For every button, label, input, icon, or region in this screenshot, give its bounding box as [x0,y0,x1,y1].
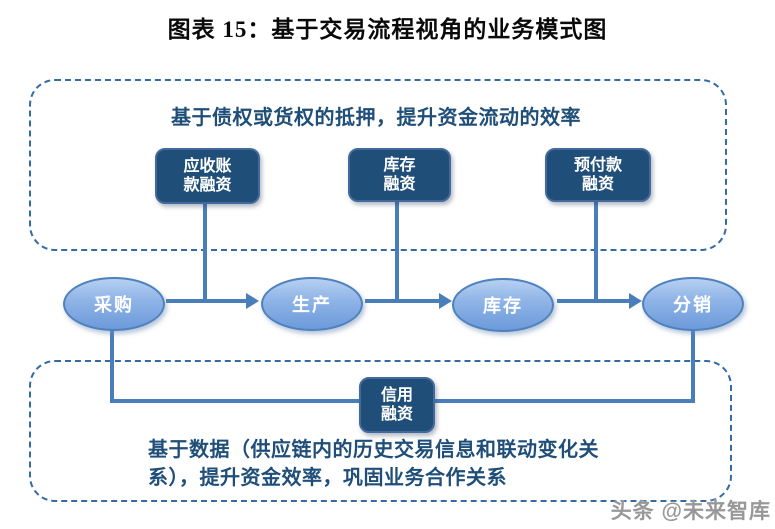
connector-procurement-down [110,326,114,403]
receivables-financing-box: 应收账 款融资 [155,148,260,204]
connector-prepayment-to-flow [594,196,598,303]
credit-financing-box: 信用 融资 [359,377,435,433]
arrow-production-to-inventory [365,293,452,309]
process-node-production: 生产 [261,277,363,331]
collateral-section-caption: 基于债权或货权的抵押，提升资金流动的效率 [171,107,581,129]
toutiao-watermark: 头条 @未来智库 [610,500,771,523]
collateral-financing-section [29,79,727,251]
process-node-distribution: 分销 [642,277,744,331]
inventory-financing-box: 库存 融资 [348,148,451,202]
prepayment-financing-box: 预付款 融资 [545,148,651,202]
connector-inventoryfin-to-flow [395,196,399,303]
figure-title: 图表 15：基于交易流程视角的业务模式图 [167,17,608,42]
connector-receivables-to-flow [203,196,207,303]
process-node-inventory: 库存 [452,278,554,332]
credit-section-caption: 基于数据（供应链内的历史交易信息和联动变化关 系），提升资金效率，巩固业务合作关… [148,439,599,489]
credit-financing-section [29,360,732,502]
process-node-procurement: 采购 [63,277,165,331]
connector-distribution-down [691,326,695,403]
arrow-procurement-to-production [166,293,259,309]
arrow-inventory-to-distribution [557,293,642,309]
